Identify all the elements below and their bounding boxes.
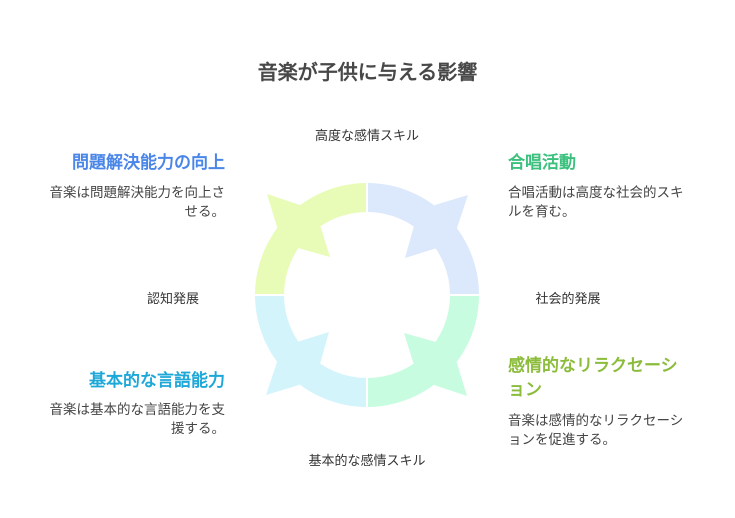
diagram-title: 音楽が子供に与える影響: [257, 60, 478, 84]
cycle-segment-top-left: [255, 183, 366, 294]
section-desc-line: ョンを促進する。: [508, 431, 616, 448]
cycle-segment-bottom-left: [255, 296, 366, 407]
section-relaxation: 感情的なリラクセーシ ョン 音楽は感情的なリラクセーシ ョンを促進する。: [508, 354, 683, 449]
cycle-label-left: 認知発展: [146, 292, 200, 307]
section-problem-solving: 問題解決能力の向上 音楽は問題解決能力を向上さ せる。: [50, 151, 226, 221]
section-language: 基本的な言語能力 音楽は基本的な言語能力を支 援する。: [50, 369, 226, 438]
section-desc-line: 合唱活動は高度な社会的スキ: [508, 185, 684, 201]
section-desc-line: せる。: [184, 203, 226, 220]
section-desc-line: 音楽は感情的なリラクセーシ: [508, 413, 684, 429]
cycle-segment-bottom-right: [368, 296, 479, 407]
section-heading: 基本的な言語能力: [89, 371, 225, 391]
section-heading-line: ョン: [508, 380, 542, 400]
section-heading-line: 感情的なリラクセーシ: [508, 356, 678, 376]
cycle-label-top: 高度な感情スキル: [314, 129, 420, 144]
section-heading: 合唱活動: [508, 153, 576, 173]
section-desc-line: 援する。: [171, 420, 225, 437]
cycle-label-bottom: 基本的な感情スキル: [308, 454, 426, 469]
cycle-label-right: 社会的発展: [535, 292, 601, 307]
section-choir: 合唱活動 合唱活動は高度な社会的スキ ルを育む。: [508, 151, 684, 221]
section-desc-line: 音楽は基本的な言語能力を支: [49, 402, 226, 418]
section-heading: 感情的なリラクセーシ ョン: [508, 354, 683, 402]
section-desc-line: 音楽は問題解決能力を向上さ: [49, 185, 226, 201]
section-heading: 問題解決能力の向上: [72, 153, 225, 173]
cycle-segment-top-right: [368, 183, 479, 294]
section-desc-line: ルを育む。: [508, 203, 576, 220]
